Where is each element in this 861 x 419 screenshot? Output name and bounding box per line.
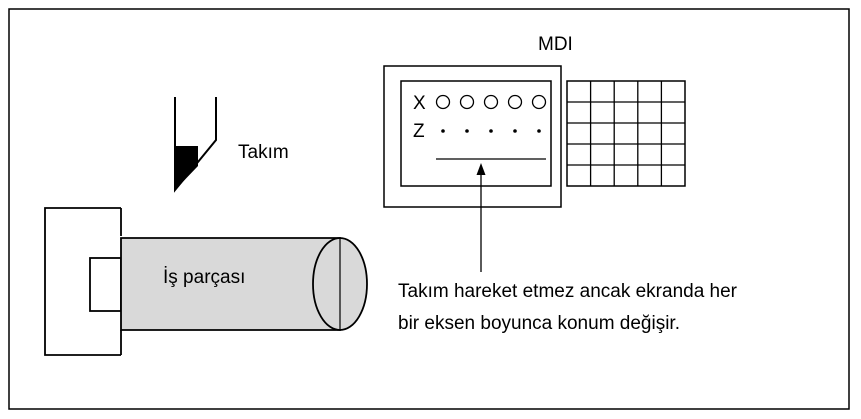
axis-z-marker xyxy=(537,129,541,133)
note-line-2: bir eksen boyunca konum değişir. xyxy=(398,313,680,334)
outer-frame xyxy=(8,8,850,410)
workpiece xyxy=(120,237,368,331)
axis-z-marker xyxy=(441,129,445,133)
mdi-title: MDI xyxy=(538,34,573,55)
keypad xyxy=(566,80,686,187)
axis-x-marker xyxy=(507,94,523,110)
mdi-screen xyxy=(400,80,552,187)
axis-markers xyxy=(435,94,547,133)
tool-icon xyxy=(174,97,217,193)
axis-label-x: X xyxy=(413,93,426,114)
mdi-panel xyxy=(383,65,562,208)
arrow-head xyxy=(476,163,486,175)
axis-z-marker xyxy=(489,129,493,133)
chuck xyxy=(44,207,122,356)
axis-label-z: Z xyxy=(413,121,425,142)
axis-z-marker xyxy=(513,129,517,133)
keypad-grid xyxy=(567,81,685,186)
axis-x-marker xyxy=(435,94,451,110)
axis-x-marker xyxy=(531,94,547,110)
axis-x-marker xyxy=(459,94,475,110)
tool-label: Takım xyxy=(238,142,289,163)
axis-z-marker xyxy=(465,129,469,133)
note-line-1: Takım hareket etmez ancak ekranda her xyxy=(398,281,738,302)
axis-x-marker xyxy=(483,94,499,110)
workpiece-label: İş parçası xyxy=(163,267,246,288)
